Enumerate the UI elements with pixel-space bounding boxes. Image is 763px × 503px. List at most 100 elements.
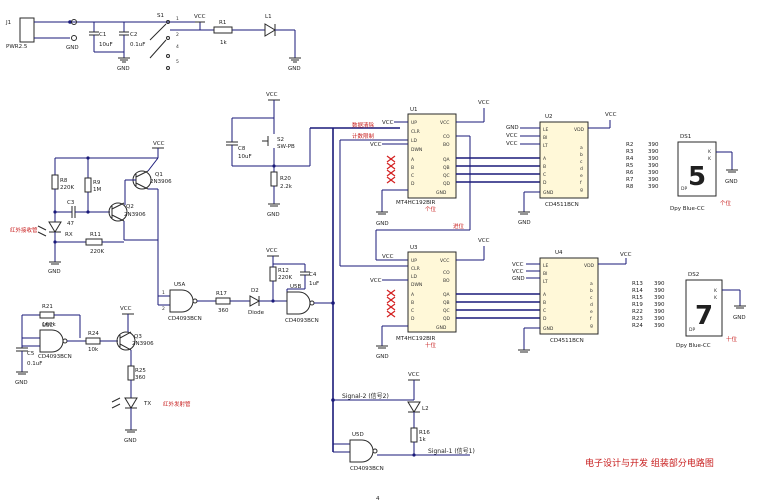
- q3-type: 2N3906: [132, 341, 154, 347]
- vcc-label-11: VCC: [605, 112, 617, 118]
- vcc-label-14: VCC: [478, 238, 490, 244]
- u5d-type: CD4093BCN: [350, 466, 384, 472]
- u5b-gate: [286, 291, 311, 315]
- trigger-gates: U5A CD4093BCN 1 2 R17 360 D2 Diode VCC R…: [157, 127, 400, 452]
- svg-text:DWN: DWN: [411, 282, 422, 288]
- svg-text:D: D: [543, 316, 547, 322]
- vcc-label-7: VCC: [370, 142, 382, 148]
- svg-text:390: 390: [648, 177, 659, 183]
- gnd-label-13: GND: [512, 276, 525, 282]
- svg-text:DP: DP: [689, 327, 695, 333]
- q2-label: Q2: [126, 204, 134, 210]
- svg-text:d: d: [590, 302, 593, 308]
- c1-value: 10uF: [99, 42, 113, 48]
- gnd-label-7: GND: [267, 212, 280, 218]
- pwr-label: PWR2.5: [6, 44, 28, 50]
- u1-label: U1: [410, 107, 418, 113]
- svg-text:A: A: [411, 157, 415, 163]
- svg-text:390: 390: [654, 316, 665, 322]
- svg-text:R4: R4: [626, 156, 634, 162]
- dc-jack: [19, 17, 35, 43]
- svg-text:D: D: [543, 180, 547, 186]
- signal-output-section: Signal-2 (信号2) VCC L2 R16 1k U5D CD4093B…: [333, 372, 475, 472]
- gnd-label-8: GND: [376, 221, 389, 227]
- counter-u3: U3 MT4HC192BIR 十位 UP CLR LD DWN A B C D …: [340, 230, 540, 360]
- ds1-body: [677, 141, 717, 197]
- ds1-label: DS1: [680, 134, 691, 140]
- svg-text:a: a: [580, 146, 583, 151]
- svg-text:R6: R6: [626, 170, 634, 176]
- svg-text:LE: LE: [543, 127, 549, 133]
- vcc-label-5: VCC: [266, 92, 278, 98]
- r20-label: R20: [280, 176, 291, 182]
- svg-text:R24: R24: [632, 323, 643, 329]
- vcc-label-15: VCC: [512, 262, 524, 268]
- u4-chip: [539, 257, 599, 335]
- vcc-label-6: VCC: [382, 120, 394, 126]
- r25-label: R25: [135, 368, 146, 374]
- s1-label: S1: [157, 13, 164, 19]
- u3-tens-label: 十位: [425, 341, 437, 349]
- j1-label: J1: [5, 20, 11, 26]
- c3-value: 47: [67, 221, 74, 227]
- svg-text:A: A: [411, 292, 415, 298]
- svg-text:R7: R7: [626, 177, 634, 183]
- display-ds1: DS1 5 K K DP Dpy Blue-CC 个位 GND: [670, 134, 738, 212]
- svg-text:BI: BI: [543, 271, 547, 277]
- svg-text:GND: GND: [436, 325, 447, 331]
- svg-text:f: f: [580, 180, 582, 186]
- u4-type: CD4511BCN: [550, 338, 584, 344]
- u1-type: MT4HC192BIR: [396, 200, 435, 206]
- svg-text:1: 1: [162, 290, 165, 296]
- vcc-label-13: VCC: [370, 278, 382, 284]
- resistor-array-tens: R13 R14 R15 R19 R22 R23 R24 390 390 390 …: [632, 281, 665, 329]
- power-supply: J1 PWR2.5 GND C1 10uF C2 0.1uF GND S1: [5, 13, 301, 72]
- svg-text:390: 390: [648, 163, 659, 169]
- signal-1-label: Signal-1 (信号1): [428, 447, 475, 455]
- svg-text:c: c: [580, 160, 583, 165]
- svg-text:VCC: VCC: [440, 120, 449, 126]
- vcc-label-1: VCC: [194, 14, 206, 20]
- u5a-label: U5A: [174, 282, 186, 288]
- r8-value: 220K: [60, 185, 74, 191]
- svg-text:a: a: [590, 282, 593, 287]
- svg-text:B: B: [411, 165, 414, 171]
- u5b-label: U5B: [290, 284, 302, 290]
- r21-value: 100k: [42, 322, 56, 328]
- svg-text:e: e: [580, 174, 583, 179]
- decoder-u4: U4 CD4511BCN LE BI LT A B C D GND VDD a …: [512, 250, 632, 353]
- svg-text:390: 390: [654, 309, 665, 315]
- r21-label: R21: [42, 304, 53, 310]
- s2-label: S2: [277, 137, 284, 143]
- r11-label: R11: [90, 232, 101, 238]
- u3-label: U3: [410, 245, 418, 251]
- gnd-label-1: GND: [66, 45, 79, 51]
- rx-label: RX: [65, 232, 73, 238]
- c2-value: 0.1uF: [130, 42, 145, 48]
- svg-text:R3: R3: [626, 149, 634, 155]
- vcc-label-4: VCC: [120, 306, 132, 312]
- r24-value: 10k: [88, 347, 99, 353]
- gnd-label-12: GND: [376, 354, 389, 360]
- ir-emitter-label: 红外发射管: [163, 400, 191, 408]
- svg-text:A: A: [543, 292, 547, 298]
- gnd-label-11: GND: [725, 179, 738, 185]
- svg-text:R23: R23: [632, 316, 643, 322]
- svg-text:QD: QD: [443, 181, 451, 187]
- resistor-array-ones: R2 R3 R4 R5 R6 R7 R8 390 390 390 390 390…: [626, 142, 659, 190]
- u5b-type: CD4093BCN: [285, 318, 319, 324]
- svg-text:R15: R15: [632, 295, 643, 301]
- c3-label: C3: [67, 200, 75, 206]
- c2-label: C2: [130, 32, 137, 38]
- s2-type: SW-PB: [277, 144, 295, 150]
- counter-u1: 数据清除 计数限制 U1 MT4HC192BIR 个位 UP CLR LD DW…: [339, 100, 540, 266]
- svg-text:QB: QB: [443, 165, 450, 171]
- svg-text:K: K: [708, 149, 712, 155]
- svg-text:390: 390: [648, 184, 659, 190]
- vcc-label-12: VCC: [382, 254, 394, 260]
- svg-text:390: 390: [648, 149, 659, 155]
- c8-label: C8: [238, 146, 246, 152]
- r16-value: 1k: [419, 437, 426, 443]
- c4-value: 1uF: [309, 281, 319, 287]
- gnd-label-5: GND: [15, 380, 28, 386]
